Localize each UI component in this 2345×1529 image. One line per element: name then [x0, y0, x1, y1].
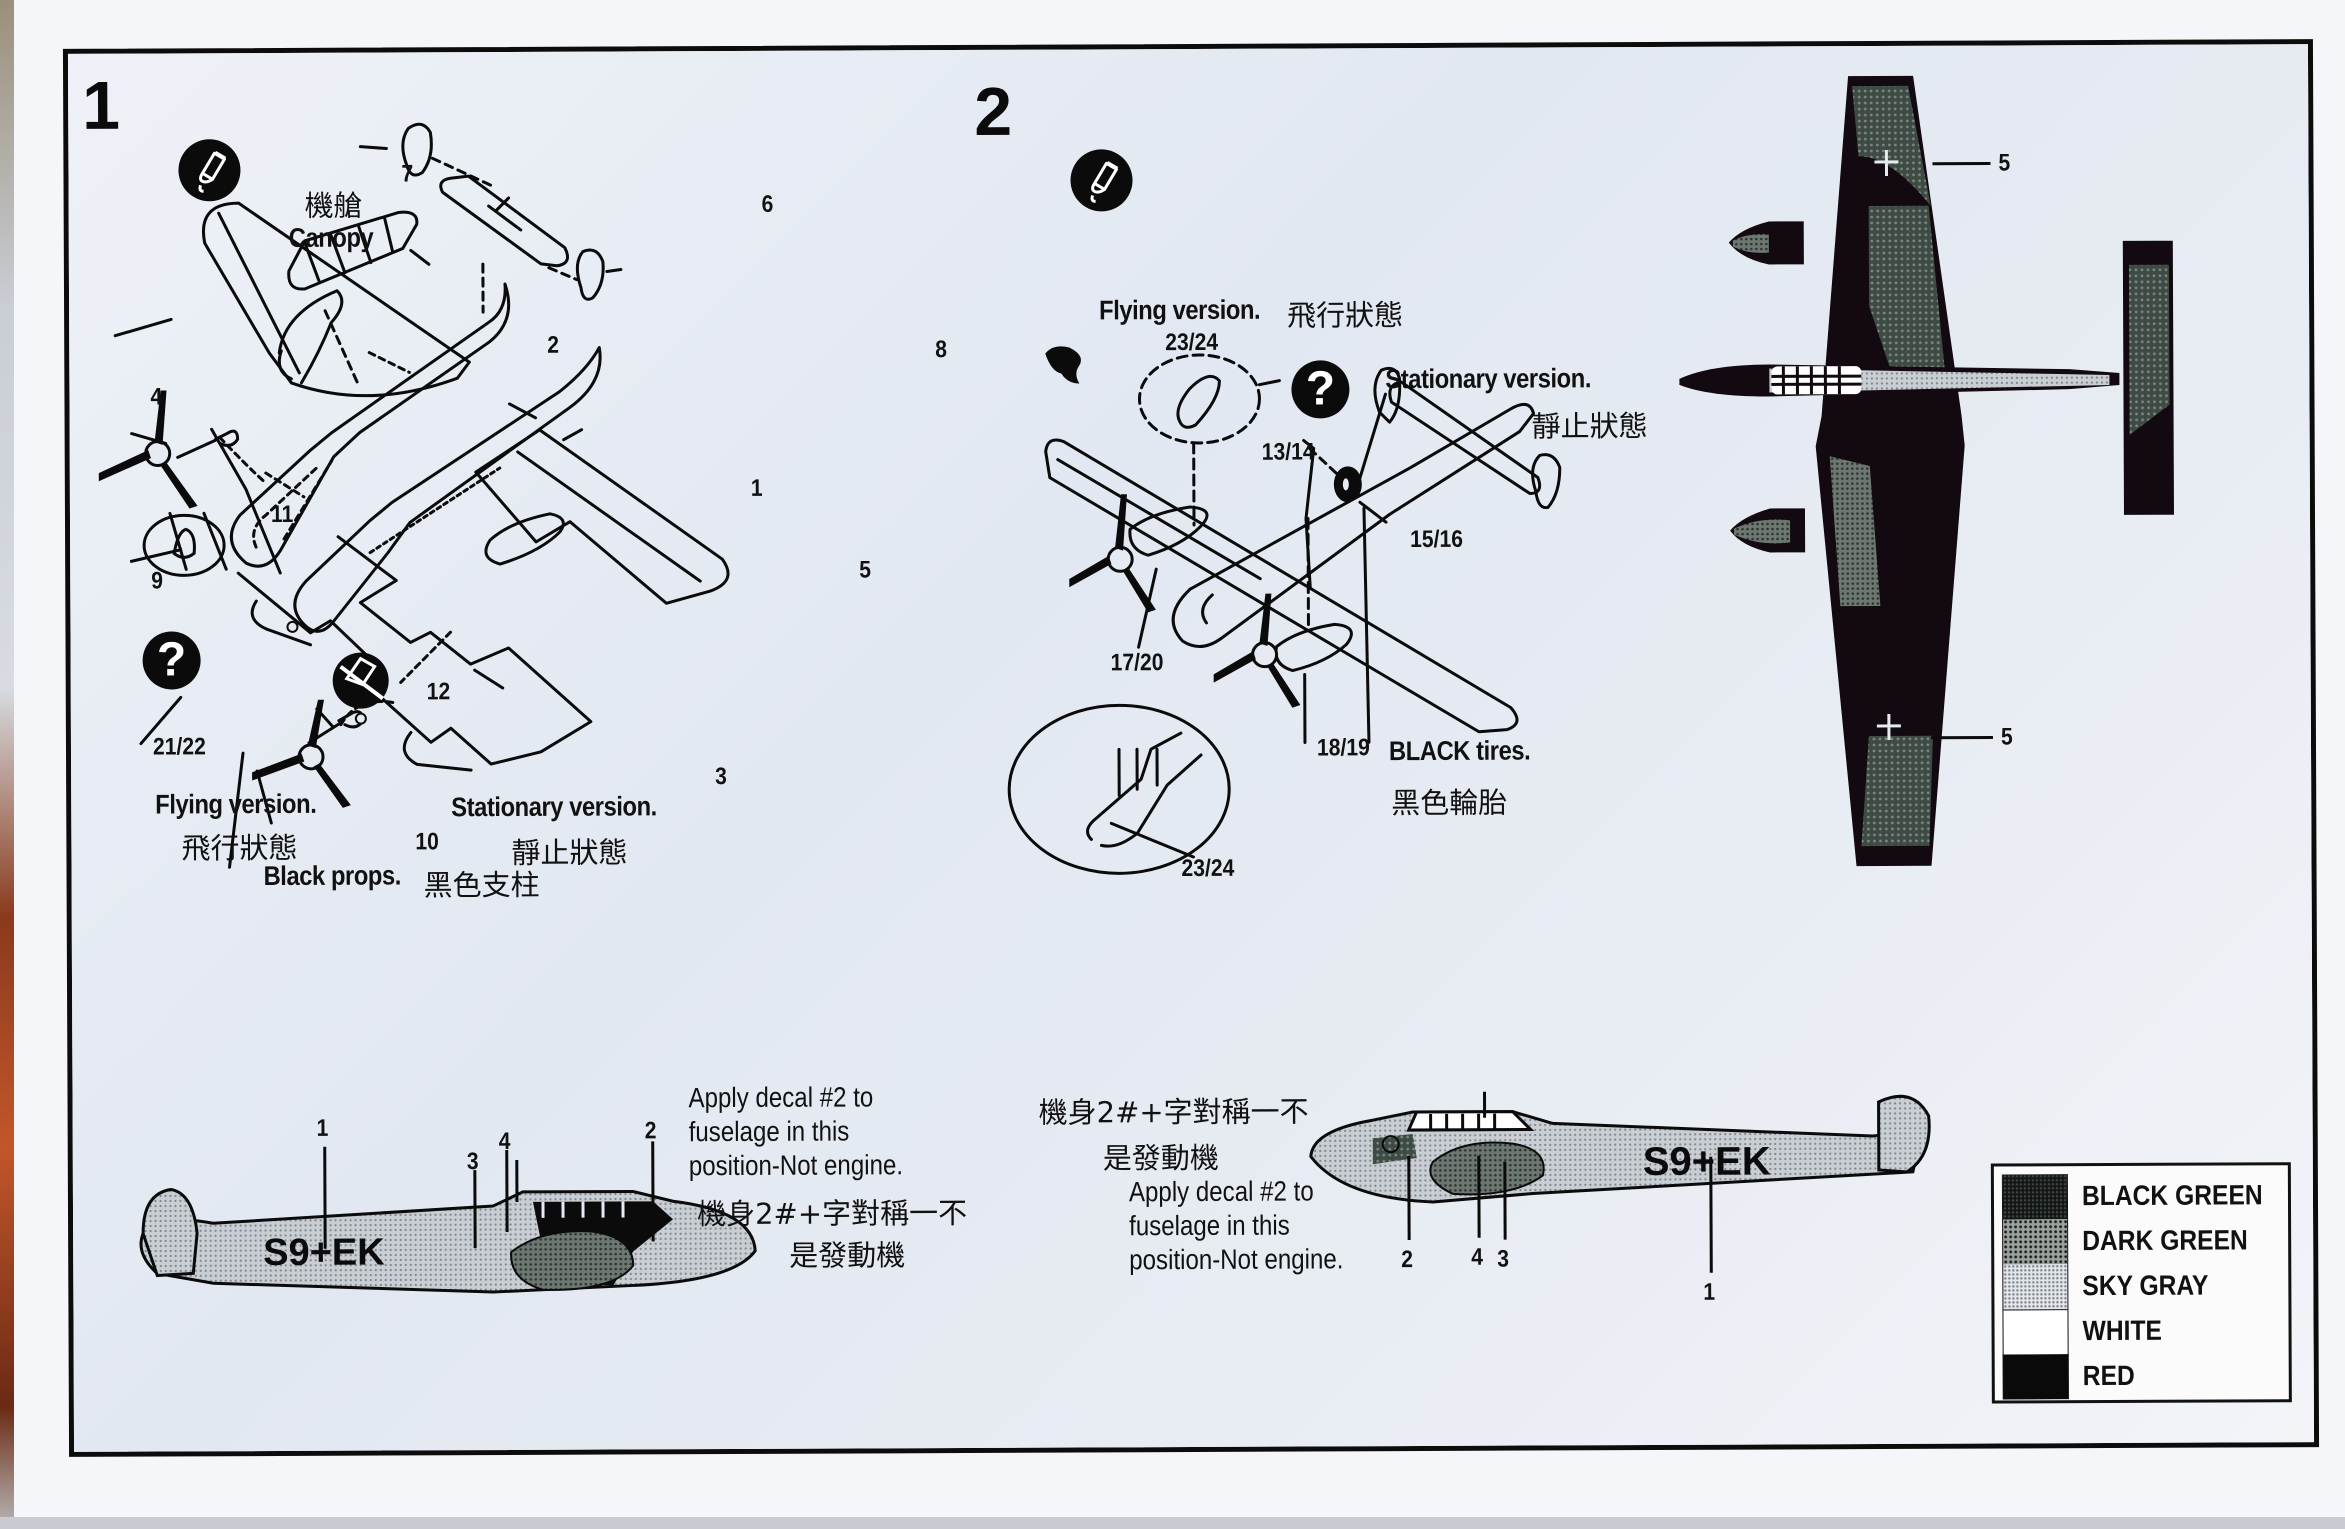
color-legend: BLACK GREEN DARK GREEN SKY GRAY WHITE RE…	[1990, 1162, 2292, 1404]
side-right-callout-1: 1	[1703, 1278, 1716, 1306]
ink-mark	[1045, 346, 1081, 384]
assembled-fuselage	[1171, 402, 1536, 648]
legend-label: WHITE	[2082, 1314, 2163, 1347]
fin-8	[575, 248, 605, 301]
side-right-code: S9+EK	[1643, 1139, 1771, 1184]
box-bottom-edge	[0, 1517, 2345, 1529]
side-view-right-drawing: S9+EK	[1309, 1091, 1931, 1273]
legend-label: BLACK GREEN	[2081, 1179, 2263, 1212]
legend-row: WHITE	[2002, 1308, 2282, 1357]
legend-swatch	[2001, 1174, 2069, 1220]
right-wing-part	[474, 428, 730, 605]
side-right-callout-3: 3	[1497, 1245, 1510, 1273]
fuselage-half-2	[230, 282, 511, 568]
legend-label: DARK GREEN	[2082, 1224, 2248, 1257]
no-glue-icon	[332, 652, 389, 709]
fin-left	[1373, 366, 1402, 424]
legend-row: BLACK GREEN	[2001, 1173, 2282, 1220]
side-view-left-drawing: S9+EK	[139, 1141, 757, 1294]
assembled-wing	[1044, 438, 1519, 734]
instruction-panel: 1	[62, 39, 2320, 1457]
legend-row: SKY GRAY	[2002, 1263, 2282, 1310]
step-1-exploded-drawing	[98, 122, 730, 869]
legend-row: RED	[2002, 1353, 2283, 1400]
legend-label: SKY GRAY	[2082, 1269, 2209, 1302]
side-right-callout-4: 4	[1471, 1243, 1484, 1271]
legend-swatch	[2002, 1354, 2069, 1400]
tire-part	[1333, 466, 1362, 503]
canopy-part	[287, 210, 419, 291]
horizontal-tail-part	[439, 174, 569, 268]
box-edge	[0, 0, 14, 1529]
glue-tube-icon	[178, 139, 241, 202]
legend-swatch	[2002, 1219, 2069, 1265]
legend-label: RED	[2082, 1359, 2135, 1392]
left-wing-part	[202, 201, 471, 398]
fin-7	[401, 122, 433, 177]
top-view-camouflage-drawing	[1679, 75, 2174, 867]
glue-tube-icon	[1070, 149, 1133, 212]
legend-swatch	[2002, 1309, 2069, 1357]
legend-row: DARK GREEN	[2002, 1218, 2282, 1265]
fin-right	[1531, 453, 1562, 510]
fuselage-half-1	[293, 346, 602, 633]
side-right-callout-2: 2	[1401, 1246, 1414, 1274]
legend-swatch	[2002, 1264, 2069, 1310]
step-2-assembly-drawing	[1007, 346, 1562, 875]
